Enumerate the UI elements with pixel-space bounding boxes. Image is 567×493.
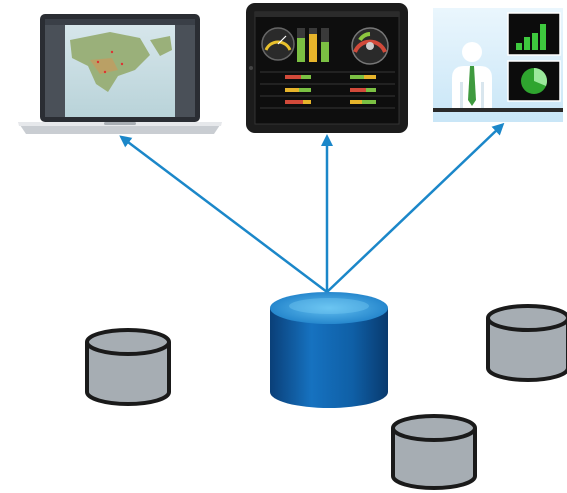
database-icon-left [85,328,171,406]
tablet-gauge-dashboard-icon [246,3,408,133]
arrow-to-laptop [119,135,328,293]
central-database-icon [270,292,388,408]
connector-arrows [119,122,505,293]
database-icon-right [486,304,567,382]
presenter-with-charts-icon [433,8,563,122]
laptop-map-dashboard-icon [18,14,222,134]
database-icon-bottom [391,414,477,490]
arrow-to-presentation [326,122,505,293]
